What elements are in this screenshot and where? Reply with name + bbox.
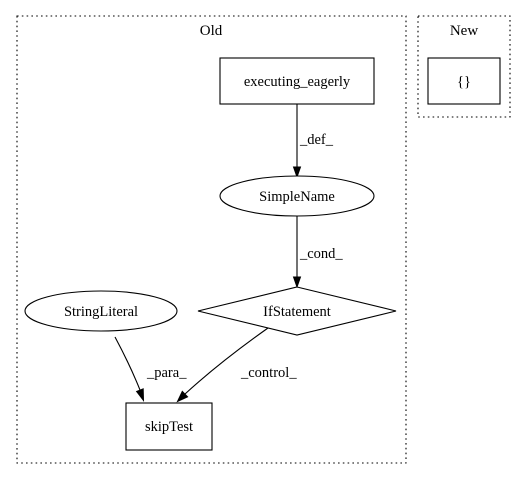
edge-cond: _cond_ [292,216,343,289]
node-simple-name-label: SimpleName [259,189,335,205]
edge-def-label: _def_ [299,132,334,148]
node-skip-test-label: skipTest [145,419,193,435]
cluster-new: New [417,15,511,118]
edge-para-arrowhead [135,388,145,403]
node-executing-eagerly-label: executing_eagerly [244,74,351,90]
node-if-statement-diamond [197,286,397,336]
edge-def-arrowhead [292,166,302,179]
node-simple-name: SimpleName [219,175,375,217]
node-skip-test: skipTest [125,402,213,451]
node-string-literal-ellipse [24,290,178,332]
node-simple-name-ellipse [219,175,375,217]
node-executing-eagerly: executing_eagerly [219,57,375,105]
node-skip-test-box [125,402,213,451]
edge-control-arrowhead [176,390,189,403]
node-executing-eagerly-box [219,57,375,105]
node-if-statement-label: IfStatement [263,304,331,320]
edge-cond-label: _cond_ [299,246,343,262]
edge-control-label: _control_ [240,365,297,381]
node-if-statement: IfStatement [197,286,397,336]
edge-cond-arrowhead [292,276,302,289]
node-braces: {} [427,57,501,105]
node-braces-label: {} [457,74,471,90]
edge-control-line [184,327,269,395]
edge-def: _def_ [292,104,334,179]
node-string-literal-label: StringLiteral [64,304,138,320]
edge-para-label: _para_ [146,365,187,381]
edge-para: _para_ [114,336,187,403]
cluster-old-label: Old [200,23,223,39]
node-string-literal: StringLiteral [24,290,178,332]
cluster-old: Old [16,15,407,464]
node-braces-box [427,57,501,105]
edge-control: _control_ [176,327,297,403]
cluster-new-label: New [450,23,478,39]
edge-para-line [114,336,141,391]
